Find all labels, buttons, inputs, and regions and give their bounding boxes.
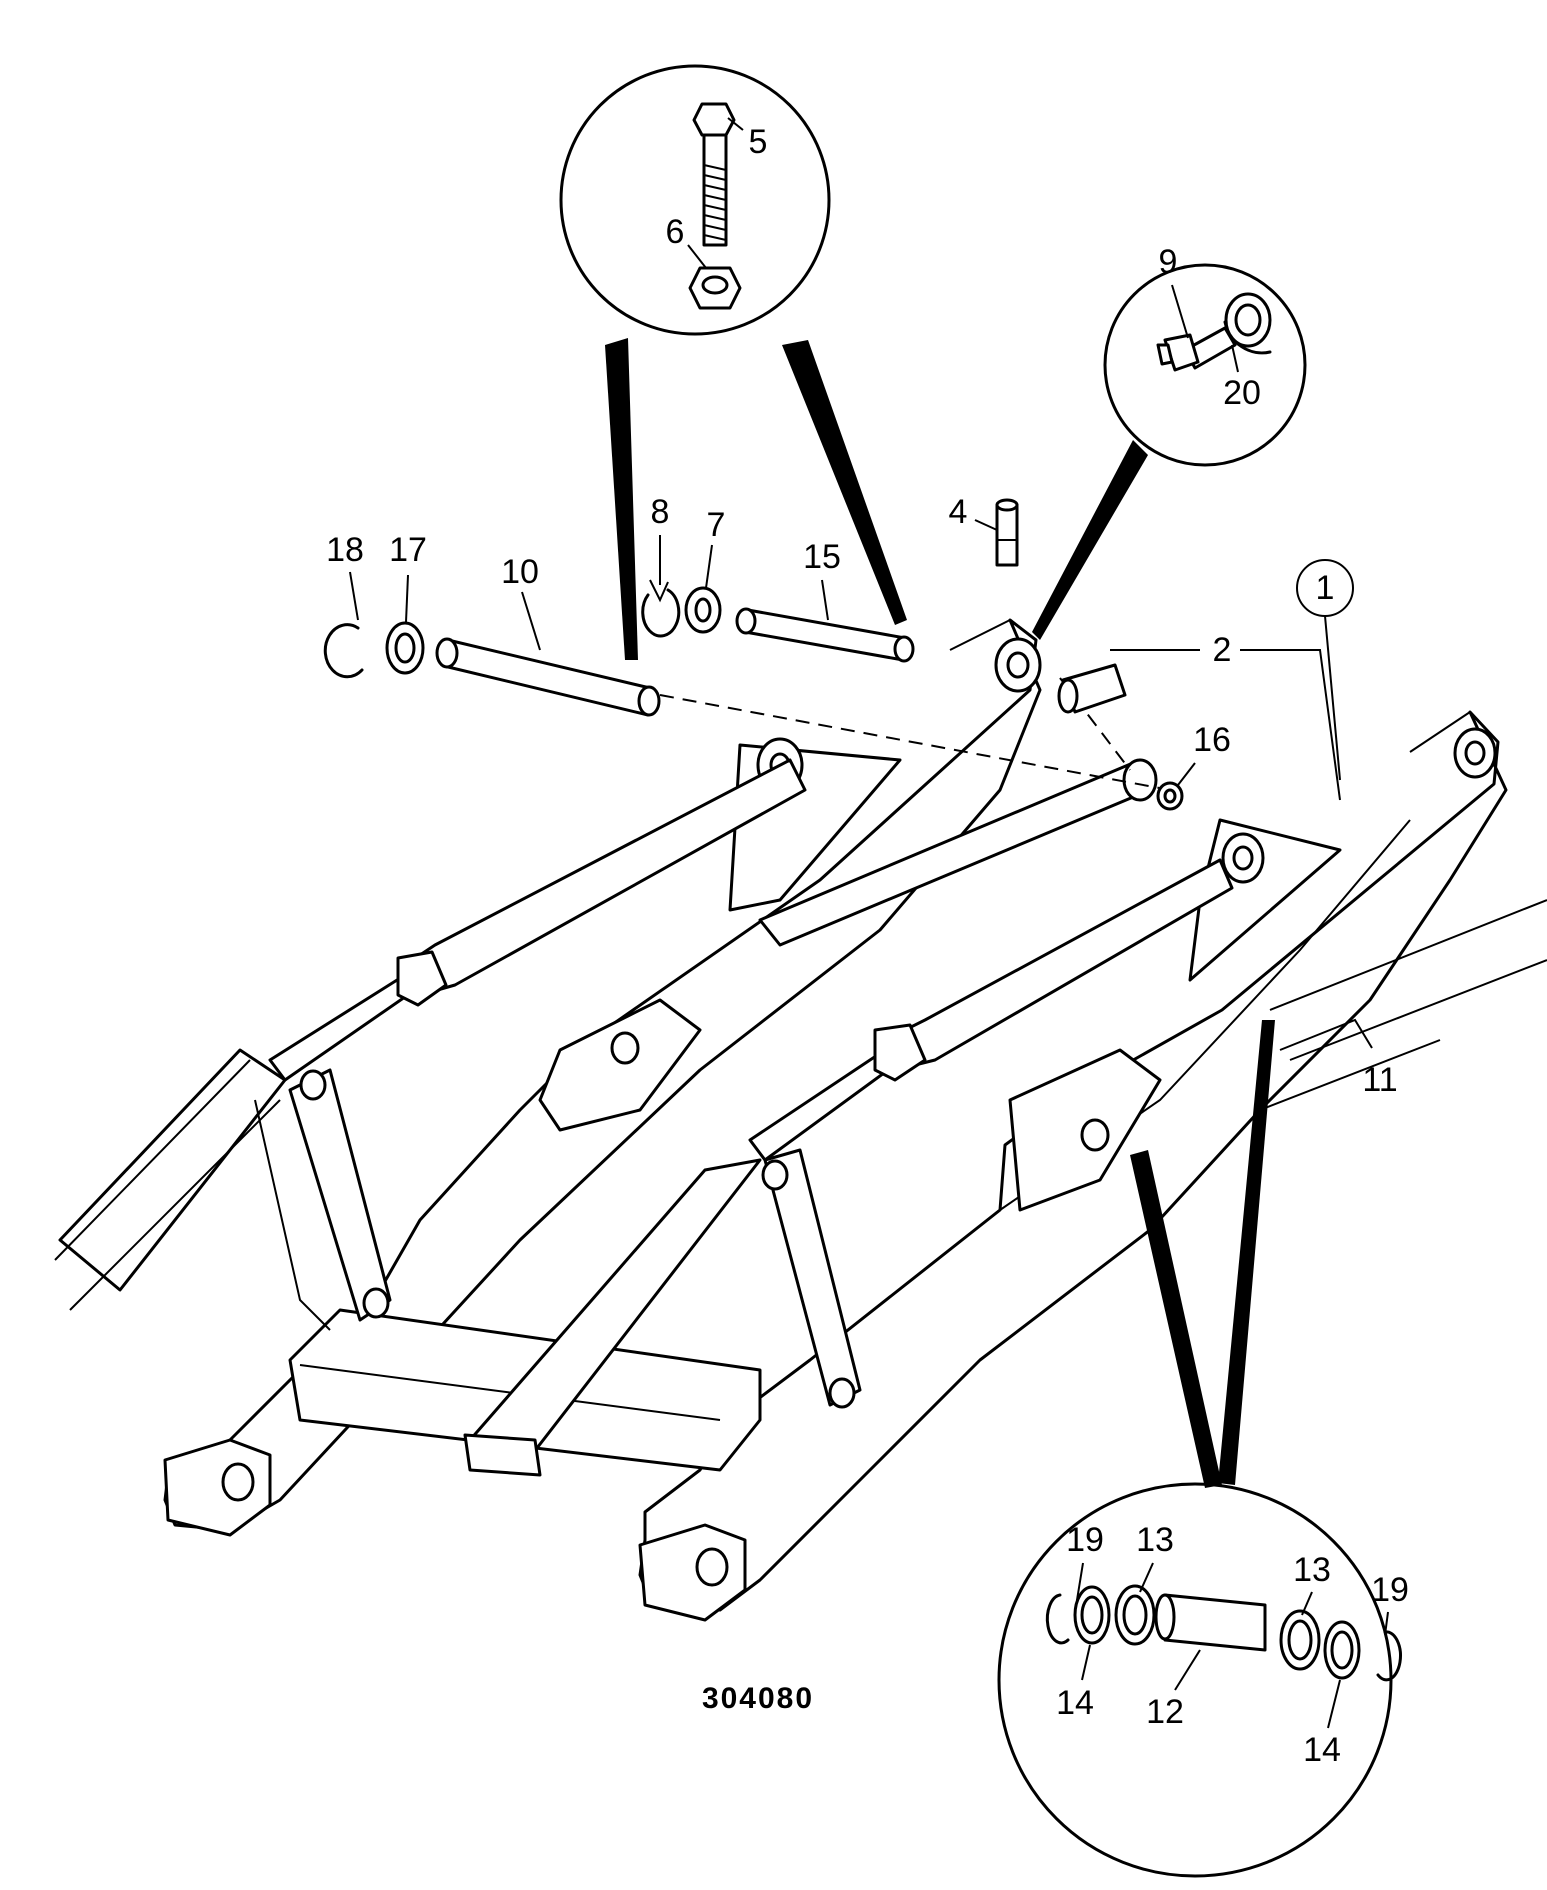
part-17-washer (385, 621, 425, 675)
callout-11: 11 (1362, 1061, 1397, 1099)
callout-7: 7 (707, 506, 726, 544)
callout-5: 5 (749, 123, 768, 161)
detail-pivot-pin-kit (997, 1020, 1402, 1878)
callout-2: 2 (1213, 631, 1232, 669)
callout-17: 17 (389, 531, 427, 569)
part-16-bush (1156, 781, 1184, 811)
callout-19-right: 19 (1371, 1571, 1409, 1609)
callout-13-left: 13 (1136, 1521, 1174, 1559)
drawing-number: 304080 (702, 1682, 814, 1715)
loader-frame (54, 618, 1547, 1622)
part-4-sleeve (995, 498, 1019, 567)
callout-8: 8 (651, 493, 670, 531)
callout-15: 15 (803, 538, 841, 576)
detail-grease-nipple (1032, 263, 1307, 640)
callout-13-right: 13 (1293, 1551, 1331, 1589)
part-15-pin (735, 607, 915, 663)
detail-bolt-nut (559, 64, 907, 660)
part-10-pin (435, 637, 661, 717)
callout-18: 18 (326, 531, 364, 569)
callout-10: 10 (501, 553, 539, 591)
part-7-washer (684, 586, 722, 634)
part-8-clip (641, 579, 681, 638)
callout-19-left: 19 (1066, 1521, 1104, 1559)
callout-12: 12 (1146, 1693, 1184, 1731)
alignment-line (659, 694, 1171, 791)
part-18-circlip (323, 623, 364, 679)
part-2-bush (1057, 663, 1127, 714)
callout-6: 6 (666, 213, 685, 251)
callout-9: 9 (1159, 243, 1178, 281)
callout-leaders (349, 117, 1389, 1729)
callout-1: 1 (1316, 569, 1335, 607)
callout-14-right: 14 (1303, 1731, 1341, 1769)
callout-20: 20 (1223, 374, 1261, 412)
callout-16: 16 (1193, 721, 1231, 759)
alignment-line (1059, 677, 1131, 771)
callout-4: 4 (949, 493, 968, 531)
callout-14-left: 14 (1056, 1684, 1094, 1722)
